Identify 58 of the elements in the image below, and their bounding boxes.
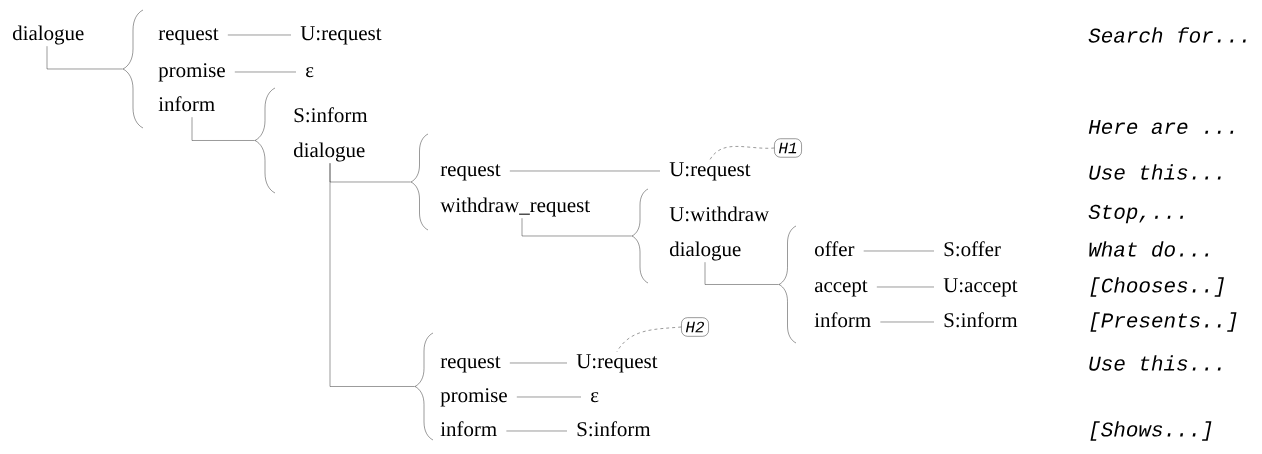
elbow-connector — [329, 163, 415, 387]
term-text: accept — [814, 280, 868, 297]
curly-brace — [254, 87, 276, 194]
term-text: inform — [158, 96, 215, 112]
term-text: ε — [306, 67, 314, 78]
term-text: inform — [440, 421, 497, 437]
term-text: request — [158, 28, 219, 45]
term-text: request — [440, 356, 501, 373]
term-text: U:request — [300, 26, 382, 45]
curly-brace — [122, 9, 144, 129]
elbow-connector — [704, 262, 779, 285]
annotation-text: Here are ... — [1088, 120, 1234, 134]
connector-line — [227, 34, 292, 36]
annotation-text: Search for... — [1088, 27, 1246, 43]
term-text: request — [440, 164, 501, 181]
term-text: ε — [591, 392, 599, 403]
annotation-text: What do... — [1089, 241, 1209, 257]
curly-brace — [778, 225, 797, 344]
annotation-text: Stop,... — [1088, 204, 1184, 224]
leader-line — [616, 326, 682, 352]
term-text: S:offer — [944, 241, 1001, 257]
connector-line — [516, 396, 582, 398]
connector-line — [509, 362, 568, 364]
term-text: S:inform — [577, 421, 651, 437]
elbow-connector — [46, 46, 123, 70]
elbow-connector — [521, 218, 632, 237]
curly-brace — [414, 332, 434, 441]
connector-line — [880, 321, 935, 323]
term-text: withdraw_request — [440, 197, 590, 217]
connector-line — [863, 250, 935, 252]
annotation-text: [Shows...] — [1090, 421, 1212, 441]
term-text: promise — [158, 63, 225, 82]
annotation-text: [Chooses..] — [1090, 277, 1224, 297]
annotation-text: [Presents..] — [1090, 312, 1237, 332]
term-text: dialogue — [669, 241, 741, 261]
curly-brace — [410, 133, 429, 231]
term-text: S:inform — [294, 107, 368, 123]
term-text: offer — [815, 241, 855, 257]
connector-line — [234, 71, 297, 73]
term-text: dialogue — [293, 142, 365, 162]
annotation-text: Use this... — [1089, 164, 1221, 180]
hint-box: H2 — [681, 317, 709, 337]
connector-line — [509, 170, 661, 172]
hint-box: H1 — [774, 138, 802, 158]
term-text: U:request — [576, 354, 658, 373]
leader-line — [709, 146, 775, 160]
term-text: inform — [814, 312, 871, 328]
connector-line — [506, 430, 568, 432]
term-text: promise — [440, 388, 507, 407]
annotation-text: Use this... — [1089, 355, 1221, 371]
term-text: U:withdraw — [669, 206, 770, 222]
term-text: S:inform — [944, 312, 1018, 328]
elbow-connector — [191, 117, 255, 141]
term-text: U:request — [669, 162, 751, 181]
term-text: dialogue — [12, 25, 84, 45]
connector-line — [876, 286, 935, 288]
term-text: U:accept — [943, 278, 1018, 297]
curly-brace — [631, 188, 649, 284]
